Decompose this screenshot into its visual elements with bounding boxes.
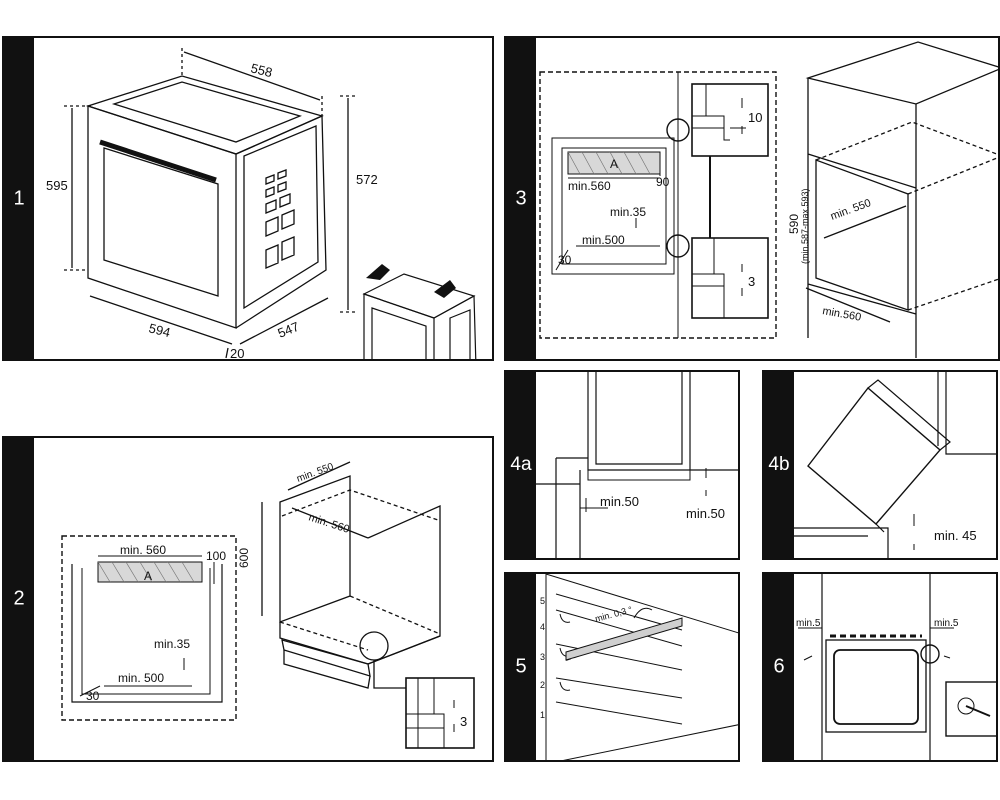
panel-number-tab: 1 — [4, 38, 34, 359]
label-a: A — [610, 157, 618, 171]
dim-side-depth-label: 547 — [276, 319, 302, 341]
label-30: 30 — [86, 689, 100, 703]
dim-line-side-depth — [239, 297, 329, 345]
panel-number: 1 — [13, 187, 25, 209]
undercounter-niche-drawing: min. 560 100 A min.35 min. 500 30 3 600 … — [61, 461, 475, 749]
corner-clearance-drawing: min.50 min.50 — [536, 372, 738, 558]
dim-offset-label: 20 — [230, 346, 244, 361]
oven-dimension-drawing: 558 595 572 594 547 20 — [46, 48, 477, 361]
panel-2-undercounter-install: 2 min. 560 100 A min.35 min. 500 30 3 6 — [2, 436, 494, 762]
label-min550: min. 550 — [295, 461, 335, 485]
hand-arrow-icon — [366, 264, 390, 280]
panel-number-tab: 3 — [506, 38, 536, 359]
dim-height-label: 595 — [46, 178, 68, 193]
label-a: A — [144, 569, 152, 583]
label-min560: min.560 — [568, 179, 611, 193]
detail-box-bottom — [691, 237, 769, 319]
panel-number: 6 — [773, 655, 785, 678]
panel-6-fixing-screws: 6 min.5 min.5 — [762, 572, 998, 762]
dim-front-width-label: 594 — [147, 320, 172, 340]
label-3: 3 — [460, 714, 467, 729]
panel-number: 3 — [515, 187, 527, 209]
label-min560: min. 560 — [120, 543, 166, 557]
label-min45: min. 45 — [934, 528, 977, 543]
panel-number-tab: 2 — [4, 438, 34, 760]
panel-1-oven-dimensions: 1 — [2, 36, 494, 361]
panel-4a-corner-clearance: 4a min.50 min.50 — [504, 370, 740, 560]
label-min5-a: min.5 — [796, 618, 821, 629]
panel-number: 4b — [768, 454, 790, 475]
label-shelf-5: 5 — [540, 596, 545, 606]
label-min500: min. 500 — [118, 671, 164, 685]
niche-outline — [61, 535, 237, 721]
dim-line-front-width — [89, 295, 233, 345]
dim-width-label: 558 — [249, 60, 274, 80]
label-590: 590 — [787, 214, 801, 234]
cutout-area-a — [97, 561, 203, 583]
label-600: 600 — [237, 548, 251, 568]
label-30: 30 — [558, 253, 572, 267]
panel-5-levelling: 5 min. 0,3 ° 5 4 3 2 1 — [504, 572, 740, 762]
cabinet-iso-drawing — [261, 461, 441, 689]
screw-icon — [965, 705, 991, 717]
label-3: 3 — [748, 274, 755, 289]
small-oven-hand-lift — [362, 273, 477, 359]
detail-box — [405, 677, 475, 749]
label-shelf-3: 3 — [540, 652, 545, 662]
dim-depth-label: 572 — [356, 172, 378, 187]
panel-number-tab: 4b — [764, 372, 794, 558]
label-min35: min.35 — [610, 205, 646, 219]
label-min550: min. 550 — [829, 197, 873, 223]
label-min5-b: min.5 — [934, 618, 959, 629]
panel-4b-corner-door-clearance: 4b min. 45 — [762, 370, 998, 560]
oven-side — [235, 115, 327, 329]
label-shelf-2: 2 — [540, 680, 545, 690]
panel-number: 5 — [515, 655, 527, 678]
corner-door-drawing: min. 45 — [794, 372, 996, 558]
panel-number-tab: 6 — [764, 574, 794, 760]
label-min35: min.35 — [154, 637, 190, 651]
label-shelf-1: 1 — [540, 710, 545, 720]
oven-door-window — [103, 147, 219, 297]
panel-number-tab: 4a — [506, 372, 536, 558]
label-min560-b: min. 560 — [307, 511, 351, 535]
panel-number: 4a — [510, 454, 532, 475]
detail-circle — [359, 631, 389, 661]
hand-arrow-icon — [434, 280, 456, 298]
label-min500: min.500 — [582, 233, 625, 247]
label-shelf-4: 4 — [540, 622, 545, 632]
panel-3-tall-unit-install: 3 A min.560 90 min.35 min.500 30 10 3 — [504, 36, 1000, 361]
label-100: 100 — [206, 549, 226, 563]
panel-number: 2 — [13, 587, 25, 610]
label-10: 10 — [748, 110, 762, 125]
dim-line-width — [183, 51, 321, 101]
detail-box-top — [691, 83, 769, 157]
spirit-level — [565, 617, 683, 661]
label-90: 90 — [656, 175, 670, 189]
fixing-screws-drawing: min.5 min.5 — [796, 574, 996, 760]
label-angle: min. 0,3 ° — [594, 604, 634, 624]
label-min50-b: min.50 — [686, 506, 725, 521]
panel-number-tab: 5 — [506, 574, 536, 760]
label-range: (min.587-max.593) — [800, 188, 810, 264]
shelf-levelling-drawing: min. 0,3 ° 5 4 3 2 1 — [540, 574, 738, 760]
label-min50-a: min.50 — [600, 494, 639, 509]
tall-unit-drawing: A min.560 90 min.35 min.500 30 10 3 590 … — [539, 41, 998, 358]
tall-cabinet-iso — [805, 41, 998, 358]
